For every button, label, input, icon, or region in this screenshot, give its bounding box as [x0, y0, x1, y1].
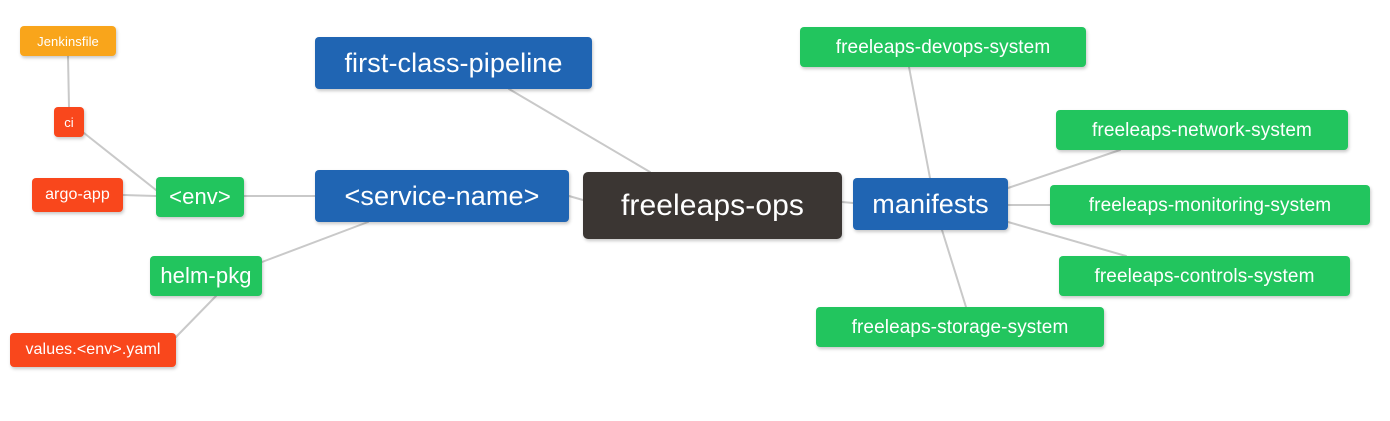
node-freeleaps-controls-system[interactable]: freeleaps-controls-system — [1059, 256, 1350, 296]
node-freeleaps-devops-system[interactable]: freeleaps-devops-system — [800, 27, 1086, 67]
node-service-name[interactable]: <service-name> — [315, 170, 569, 222]
node-label: <env> — [169, 184, 231, 209]
node-manifests[interactable]: manifests — [853, 178, 1008, 230]
node-label: freeleaps-monitoring-system — [1088, 194, 1332, 216]
node-label: ci — [64, 114, 74, 130]
node-values-env-yaml[interactable]: values.<env>.yaml — [10, 333, 176, 367]
edge-freeleaps-ops-to-manifests — [841, 201, 854, 204]
node-helm-pkg[interactable]: helm-pkg — [150, 256, 262, 296]
node-label: freeleaps-network-system — [1092, 119, 1312, 141]
node-jenkinsfile[interactable]: Jenkinsfile — [20, 26, 116, 56]
node-label: <service-name> — [344, 180, 540, 211]
edge-first-class-pipeline-to-freeleaps-ops — [508, 88, 651, 173]
edge-manifests-to-freeleaps-storage-system — [941, 229, 967, 308]
node-freeleaps-ops[interactable]: freeleaps-ops — [583, 172, 842, 239]
node-label: freeleaps-devops-system — [835, 36, 1051, 58]
node-label: argo-app — [45, 186, 110, 203]
edge-manifests-to-freeleaps-devops-system — [908, 66, 931, 179]
node-label: helm-pkg — [160, 263, 252, 288]
edge-manifests-to-freeleaps-network-system — [1007, 149, 1121, 189]
edge-values-env-yaml-to-helm-pkg — [175, 295, 217, 338]
node-label: Jenkinsfile — [37, 33, 99, 49]
edge-helm-pkg-to-service-name — [261, 221, 369, 263]
node-argo-app[interactable]: argo-app — [32, 178, 123, 212]
edge-jenkinsfile-to-ci — [67, 55, 70, 108]
node-first-class-pipeline[interactable]: first-class-pipeline — [315, 37, 592, 89]
node-label: freeleaps-ops — [620, 188, 805, 222]
node-label: values.<env>.yaml — [25, 341, 161, 358]
node-label: first-class-pipeline — [344, 47, 563, 78]
node-freeleaps-storage-system[interactable]: freeleaps-storage-system — [816, 307, 1104, 347]
node-label: manifests — [872, 188, 989, 219]
edge-manifests-to-freeleaps-controls-system — [1007, 221, 1127, 257]
edge-argo-app-to-env — [122, 194, 157, 197]
node-env[interactable]: <env> — [156, 177, 244, 217]
node-label: freeleaps-controls-system — [1094, 265, 1315, 287]
node-ci[interactable]: ci — [54, 107, 84, 137]
node-freeleaps-network-system[interactable]: freeleaps-network-system — [1056, 110, 1348, 150]
node-freeleaps-monitoring-system[interactable]: freeleaps-monitoring-system — [1050, 185, 1370, 225]
edge-service-name-to-freeleaps-ops — [568, 195, 584, 201]
node-label: freeleaps-storage-system — [851, 316, 1069, 338]
